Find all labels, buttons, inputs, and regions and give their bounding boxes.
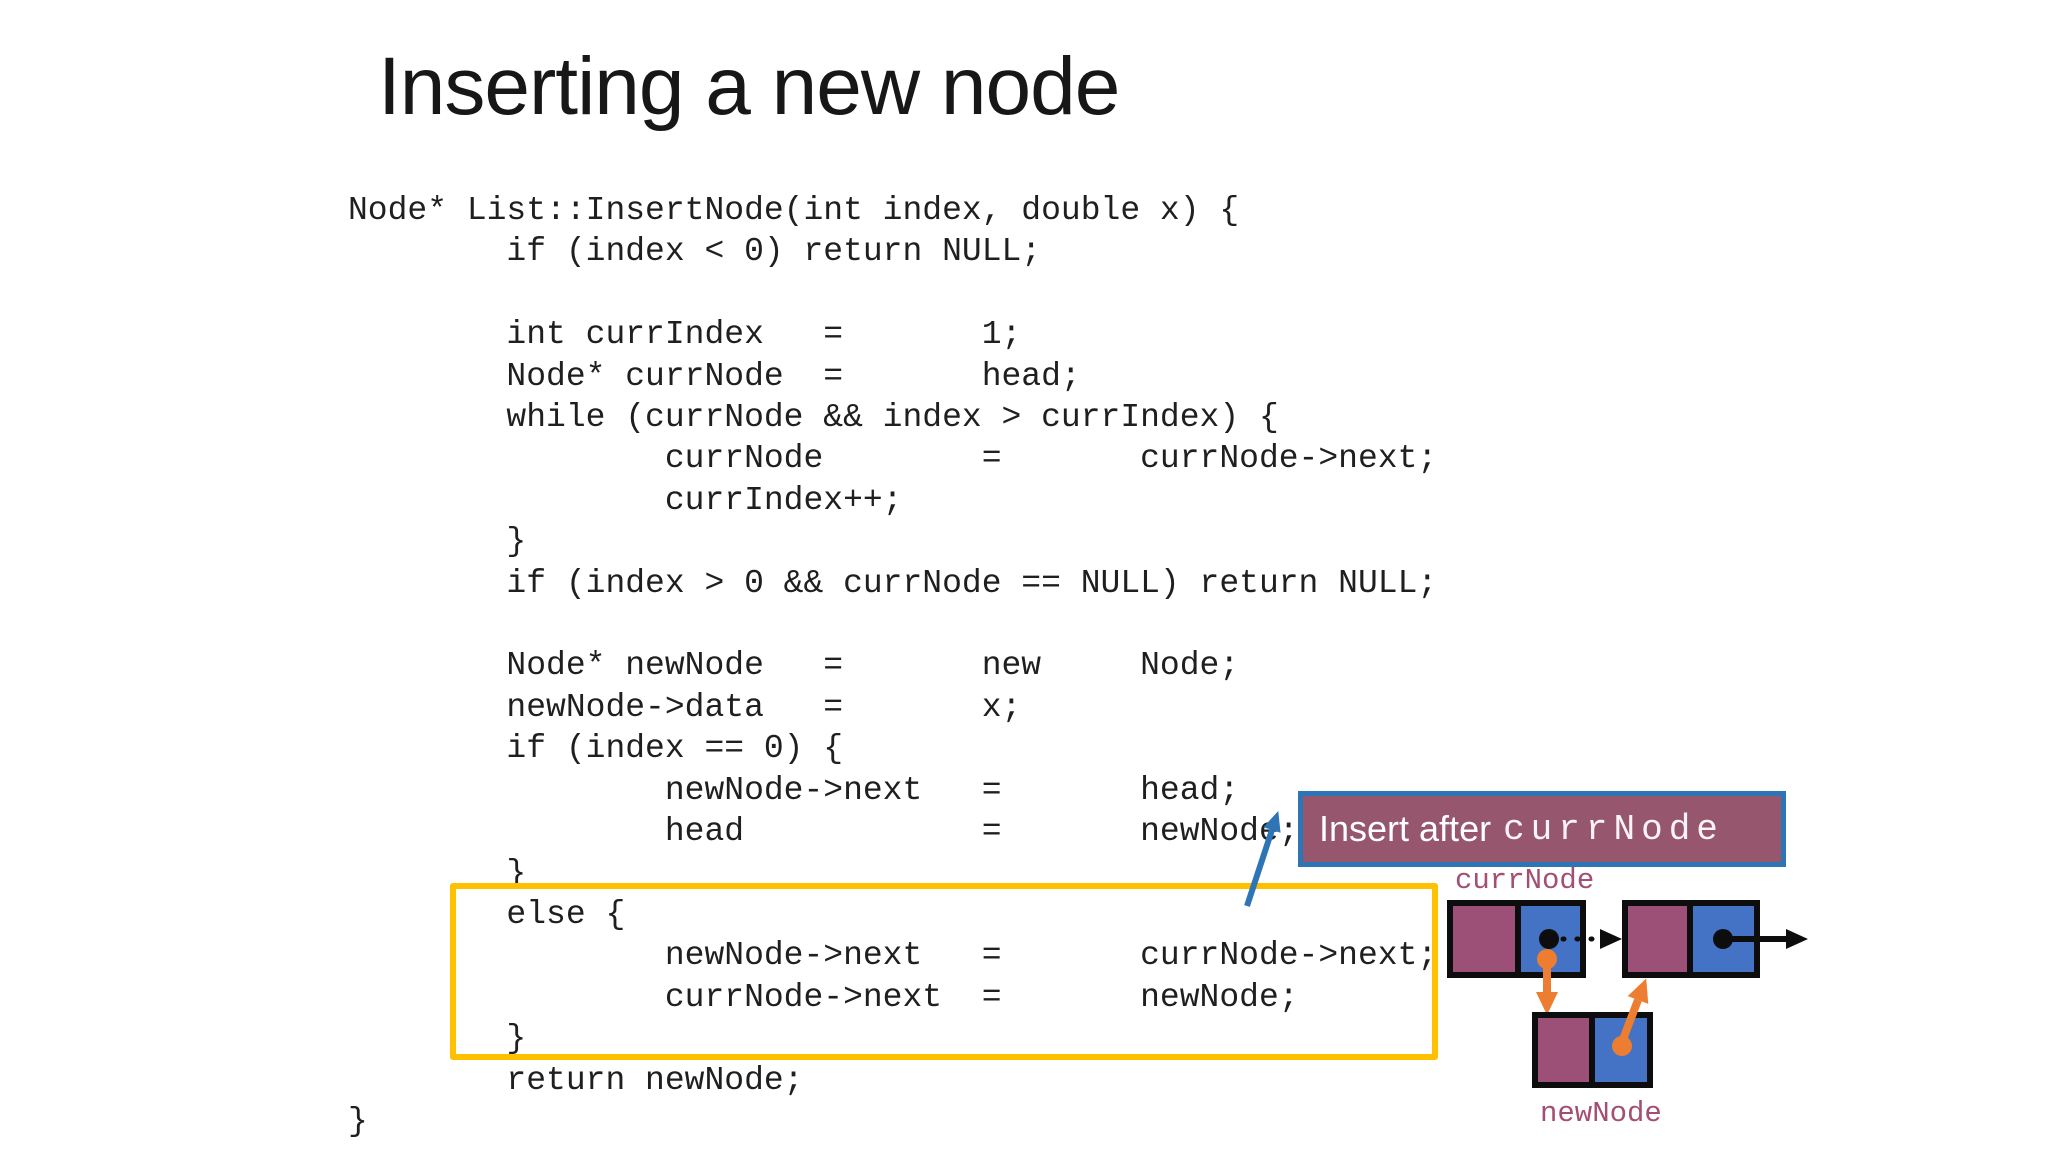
callout-text: Insert after	[1319, 808, 1492, 849]
newnode-pointer-dot	[1612, 1036, 1632, 1056]
callout-code-term: currNode	[1503, 808, 1724, 850]
currnode-next-cell	[1515, 900, 1586, 978]
newnode-next-cell	[1589, 1012, 1653, 1088]
nextnode-pointer-dot	[1713, 929, 1733, 949]
currnode-pointer-dot	[1539, 929, 1559, 949]
insert-after-callout: Insert after currNode	[1298, 791, 1786, 867]
newnode-to-nextnode-arrow	[1618, 978, 1649, 1044]
page-title: Inserting a new node	[378, 41, 1120, 132]
code-block: Node* List::InsertNode(int index, double…	[348, 192, 1438, 1140]
nextnode-data-cell	[1622, 900, 1693, 978]
currnode-label: currNode	[1455, 864, 1595, 897]
newnode-label: newNode	[1540, 1097, 1662, 1130]
currnode-data-cell	[1447, 900, 1521, 978]
nextnode-next-cell	[1687, 900, 1760, 978]
newnode-data-cell	[1532, 1012, 1595, 1088]
currnode-newlink-dot	[1537, 949, 1557, 969]
else-branch-highlight-box	[450, 883, 1438, 1060]
